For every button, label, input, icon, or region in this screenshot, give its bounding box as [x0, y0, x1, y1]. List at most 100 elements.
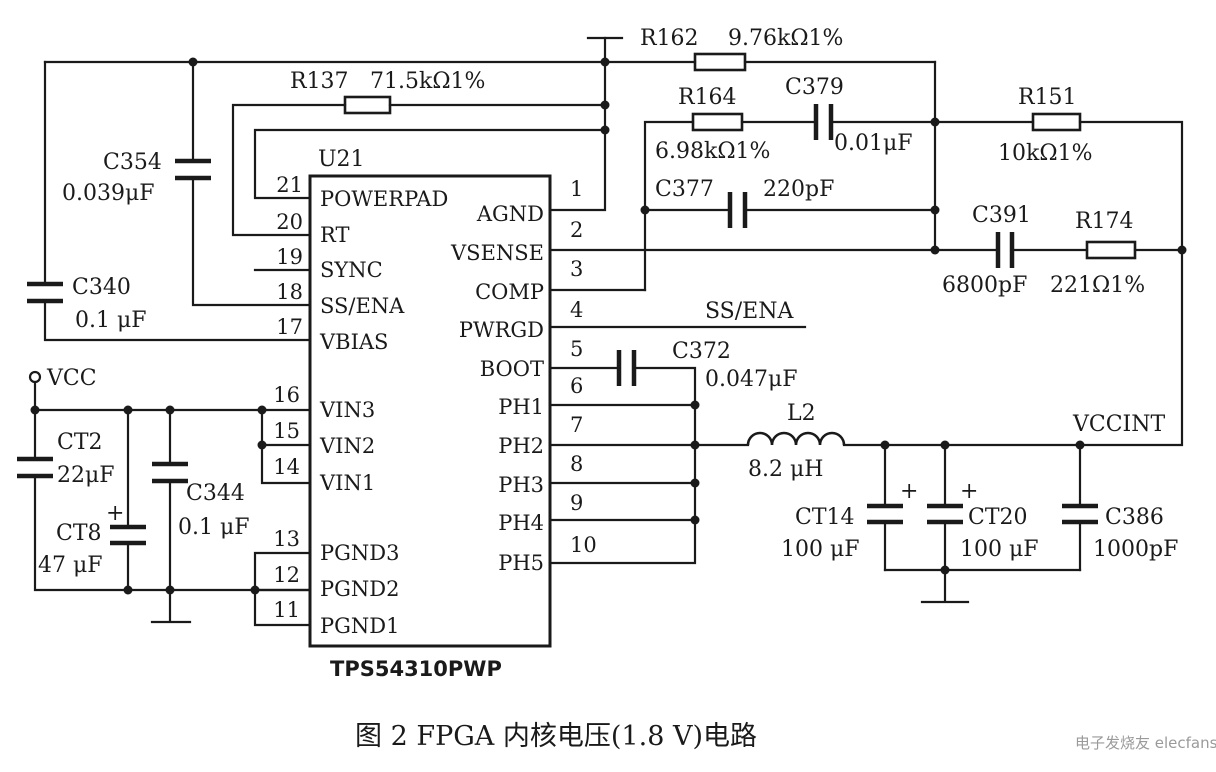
pin-number: 2: [570, 218, 583, 242]
c372-value: 0.047μF: [705, 367, 798, 392]
junction-dot: [250, 585, 260, 595]
ct8-value: 47 μF: [38, 553, 103, 578]
pin-name: PH4: [498, 511, 544, 535]
junction-dot: [690, 515, 700, 525]
r162-value: 9.76kΩ1%: [728, 26, 843, 51]
ct14-plus: +: [900, 479, 918, 504]
pin-number: 3: [570, 257, 583, 281]
pin-name: PWRGD: [459, 318, 544, 342]
pin-name: AGND: [476, 202, 544, 226]
junction-dot: [640, 205, 650, 215]
pin-number: 1: [570, 177, 583, 201]
l2-coil: [746, 431, 846, 446]
r174-body: [1085, 240, 1137, 260]
pin-number: 16: [273, 383, 300, 407]
ct20-plus: +: [960, 479, 978, 504]
junction-dot: [257, 405, 267, 415]
pin-name: VSENSE: [450, 241, 544, 265]
junction-dot: [123, 405, 133, 415]
pin-name: BOOT: [480, 357, 544, 381]
pin-name: PGND3: [320, 541, 399, 565]
pin-number: 21: [276, 173, 303, 197]
r137-value: 71.5kΩ1%: [370, 69, 485, 94]
chip-ref: U21: [318, 147, 365, 172]
junction-dot: [940, 440, 950, 450]
c379-ref: C379: [785, 75, 844, 100]
pin-number: 8: [570, 452, 583, 476]
pin-number: 17: [276, 315, 303, 339]
pin-number: 7: [570, 413, 583, 437]
junction-dot: [165, 405, 175, 415]
vcc-terminal-icon: [28, 370, 42, 384]
junction-dot: [690, 440, 700, 450]
junction-dot: [690, 400, 700, 410]
pin-name: COMP: [475, 280, 544, 304]
r162-ref: R162: [640, 26, 699, 51]
ct20-value: 100 μF: [960, 537, 1039, 562]
vcc-label: VCC: [46, 366, 97, 391]
pin-number: 20: [276, 210, 303, 234]
pin-name: PH1: [498, 395, 544, 419]
junction-dot: [30, 405, 40, 415]
pin-number: 9: [570, 491, 583, 515]
pin-name: RT: [320, 223, 349, 247]
junction-dot: [123, 585, 133, 595]
pin-number: 13: [273, 527, 300, 551]
c386-value: 1000pF: [1093, 537, 1178, 562]
figure-caption: 图 2 FPGA 内核电压(1.8 V)电路: [355, 721, 757, 752]
component-labels: R162 9.76kΩ1% R137 71.5kΩ1% R164 6.98kΩ1…: [38, 26, 1178, 578]
junction-dot: [940, 565, 950, 575]
pin-number: 18: [276, 280, 303, 304]
pin-number: 14: [273, 455, 300, 479]
l2-value: 8.2 μH: [748, 457, 823, 482]
junction-dot: [257, 440, 267, 450]
r164-value: 6.98kΩ1%: [655, 139, 770, 164]
junction-dot: [188, 57, 198, 67]
r164-body: [691, 112, 744, 132]
r137-body: [343, 95, 392, 115]
pin-name: PH3: [498, 473, 544, 497]
pin-name: SS/ENA: [320, 294, 405, 318]
pin-number: 4: [570, 298, 583, 322]
junction-dot: [930, 117, 940, 127]
pin-name: PGND1: [320, 614, 399, 638]
c377-ref: C377: [655, 177, 714, 202]
pin-number: 6: [570, 374, 583, 398]
junction-dot: [600, 125, 610, 135]
pin-number: 10: [570, 533, 597, 557]
pin-name: SYNC: [320, 258, 383, 282]
c386-ref: C386: [1105, 505, 1164, 530]
r137-ref: R137: [290, 69, 349, 94]
pin-number: 12: [273, 563, 300, 587]
r174-value: 221Ω1%: [1050, 273, 1145, 298]
l2-ref: L2: [787, 401, 816, 426]
pin-name: PH2: [498, 434, 544, 458]
c340-value: 0.1 μF: [75, 308, 147, 333]
junction-dot: [1177, 245, 1187, 255]
pin-name: PGND2: [320, 577, 399, 601]
junction-dot: [930, 205, 940, 215]
pin-name: VIN2: [319, 434, 375, 458]
c379-value: 0.01μF: [834, 131, 913, 156]
pin-name: VBIAS: [319, 330, 388, 354]
junction-dot: [1075, 440, 1085, 450]
r162-body: [693, 52, 747, 72]
chip-part-number: TPS54310PWP: [330, 657, 502, 681]
c344-ref: C344: [186, 481, 245, 506]
pin-name: POWERPAD: [320, 187, 448, 211]
junction-dot: [880, 440, 890, 450]
ct2-value: 22μF: [57, 463, 115, 488]
chip-labels: U21 TPS54310PWP 21 20 19 18 17 16 15 14 …: [273, 147, 596, 681]
ct20-ref: CT20: [968, 505, 1028, 530]
components: [17, 52, 1137, 648]
r151-body: [1031, 112, 1082, 132]
pin-name: PH5: [498, 551, 544, 575]
pin-number: 19: [276, 245, 303, 269]
pin-number: 5: [570, 337, 583, 361]
junction-dot: [600, 100, 610, 110]
c344-value: 0.1 μF: [178, 515, 250, 540]
junction-dot: [600, 57, 610, 67]
c372-ref: C372: [672, 339, 731, 364]
r151-ref: R151: [1018, 85, 1077, 110]
